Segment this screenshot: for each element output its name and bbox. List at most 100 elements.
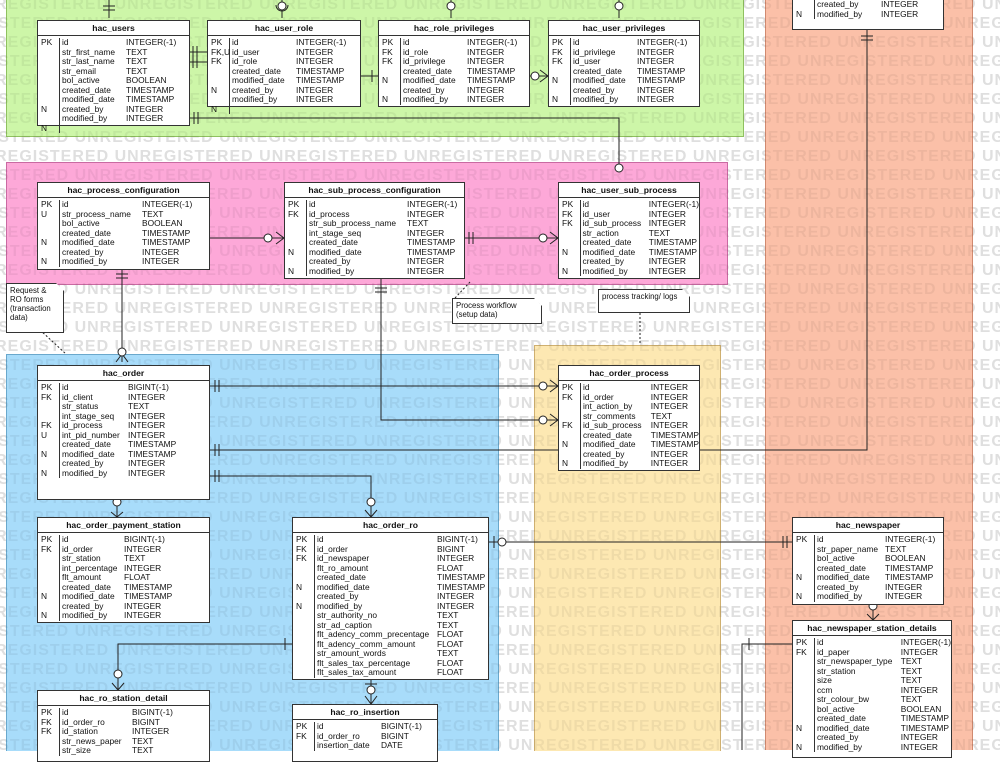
type-column: INTEGER(-1) INTEGER INTEGER TIMESTAMP TI… [296, 37, 347, 104]
optional-marker-icon [538, 415, 548, 425]
optional-marker-icon [614, 163, 624, 173]
key-column: PK FK FK N N [293, 534, 315, 678]
table-title: hac_ro_station_detail [38, 691, 209, 706]
field-column: id id_user id_sub_process str_action cre… [582, 199, 642, 276]
type-column: INTEGER(-1) INTEGER TEXT TEXT TEXT INTEG… [900, 637, 951, 752]
relationship-line [487, 536, 792, 548]
relationship-line [103, 0, 115, 18]
relationship-line [111, 638, 292, 691]
table-hac-sub-process-configuration[interactable]: hac_sub_process_configuration PK FK N N … [284, 182, 465, 279]
table-hac-ro-station-detail[interactable]: hac_ro_station_detail PK FK FK id id_ord… [37, 690, 210, 762]
table-title: hac_process_configuration [38, 183, 209, 198]
key-column: PK FK N N [38, 534, 60, 621]
table-hac-order-process[interactable]: hac_order_process PK FK FK N N id id_ord… [558, 365, 700, 471]
table-title: hac_user_sub_process [559, 183, 699, 198]
table-title: hac_order_payment_station [38, 518, 209, 533]
key-column: PK FK FK N N [549, 37, 571, 105]
type-column: INTEGER(-1) INTEGER INTEGER TEXT TIMESTA… [648, 199, 699, 276]
optional-marker-icon [497, 537, 507, 547]
relationship-line [741, 638, 792, 750]
table-hac-order-ro[interactable]: hac_order_ro PK FK FK N N id id_order id… [292, 517, 489, 680]
table-title: hac_order [38, 366, 209, 381]
table-title: hac_user_role [208, 21, 360, 36]
relationship-line [375, 277, 559, 427]
table-hac-newspaper[interactable]: hac_newspaper PK N N id str_paper_name b… [792, 517, 944, 605]
table-title: hac_ro_insertion [293, 705, 437, 720]
field-column: id str_first_name str_last_name str_emai… [62, 37, 116, 123]
field-column: id str_paper_name bol_active created_dat… [817, 534, 878, 601]
key-column: PK FK N N [285, 199, 307, 276]
note-process-tracking[interactable]: process tracking/ logs [598, 289, 690, 313]
watermark-text: UNREGISTERED UNREGISTERED UNREGISTERED U… [0, 319, 1000, 336]
note-process-workflow[interactable]: Process workflow (setup data) [452, 298, 542, 324]
table-hac-users[interactable]: hac_users PK N N id str_first_name str_l… [37, 20, 190, 133]
field-column: id id_order_ro insertion_date [317, 721, 370, 750]
type-column: INTEGER(-1) INTEGER INTEGER TIMESTAMP TI… [637, 37, 688, 104]
field-column: id id_client str_status int_stage_seq id… [62, 382, 120, 478]
watermark-text: UNREGISTERED UNREGISTERED UNREGISTERED U… [0, 338, 1000, 355]
field-column: id id_order id_newspaper flt_ro_amount c… [317, 534, 430, 677]
table-title: hac_newspaper_station_details [793, 621, 951, 636]
note-pointer-line [454, 281, 471, 299]
key-column: PK FK FK [38, 707, 60, 756]
table-top-right-partial[interactable]: N created_by modified_by INTEGER INTEGER [792, 0, 944, 30]
key-column: PK FK N N [793, 637, 815, 752]
type-column: INTEGER(-1) INTEGER INTEGER TIMESTAMP TI… [467, 37, 518, 104]
field-column: id str_process_name bol_active created_d… [62, 199, 131, 266]
key-column: N [793, 0, 815, 19]
note-request-forms[interactable]: Request & RO forms (transaction data) [6, 283, 64, 333]
table-hac-user-role[interactable]: hac_user_role PK FK,U FK N N id id_user … [207, 20, 361, 114]
field-column: id id_order int_action_by str_comments i… [582, 382, 642, 468]
relationship-line [115, 268, 129, 363]
table-hac-ro-insertion[interactable]: hac_ro_insertion PK FK id id_order_ro in… [292, 704, 438, 762]
table-title: hac_user_privileges [549, 21, 699, 36]
field-column: id id_order str_station int_percentage f… [62, 534, 118, 620]
key-column: PK N N [793, 534, 815, 602]
table-hac-order[interactable]: hac_order PK FK FK U N N id id_client st… [37, 365, 210, 500]
optional-marker-icon [263, 233, 273, 243]
optional-marker-icon [614, 1, 624, 11]
field-column: id id_order_ro id_station str_news_paper… [62, 707, 122, 755]
optional-marker-icon [366, 685, 376, 695]
key-column: PK FK FK U N N [38, 382, 60, 478]
type-column: BIGINT(-1) BIGINT INTEGER TEXT TEXT [132, 707, 173, 755]
key-column: PK FK [293, 721, 315, 751]
relationship-line [188, 46, 207, 68]
relationship-line [463, 231, 559, 245]
table-title: hac_order_process [559, 366, 699, 381]
optional-marker-icon [277, 1, 287, 11]
key-column: PK FK FK N N [559, 382, 581, 469]
watermark-text: UNREGISTERED UNREGISTERED UNREGISTERED U… [0, 281, 1000, 298]
relationship-line [208, 379, 559, 393]
type-column: INTEGER INTEGER INTEGER TEXT INTEGER TIM… [650, 382, 699, 468]
table-title: hac_users [38, 21, 189, 36]
field-column: id id_user id_role created_date modified… [232, 37, 285, 104]
table-hac-process-configuration[interactable]: hac_process_configuration PK U N N id st… [37, 182, 210, 270]
type-column: INTEGER(-1) INTEGER TEXT INTEGER TIMESTA… [407, 199, 458, 276]
watermark-text: UNREGISTERED UNREGISTERED UNREGISTERED U… [0, 148, 1000, 165]
optional-marker-icon [117, 347, 127, 357]
key-column: PK FK,U FK N N [208, 37, 230, 114]
optional-marker-icon [538, 233, 548, 243]
type-column: INTEGER(-1) TEXT BOOLEAN TIMESTAMP TIMES… [885, 534, 936, 601]
field-column: id id_privilege id_user created_date mod… [573, 37, 626, 104]
type-column: BIGINT(-1) INTEGER TEXT INTEGER INTEGER … [128, 382, 177, 478]
type-column: BIGINT(-1) BIGINT INTEGER FLOAT TIMESTAM… [437, 534, 486, 677]
key-column: PK U N N [38, 199, 60, 267]
type-column: INTEGER(-1) TEXT BOOLEAN TIMESTAMP TIMES… [142, 199, 193, 266]
field-column: id id_process str_sub_process_name int_s… [309, 199, 397, 276]
type-column: BIGINT(-1) BIGINT DATE [381, 721, 422, 750]
table-hac-user-privileges[interactable]: hac_user_privileges PK FK FK N N id id_p… [548, 20, 700, 107]
optional-marker-icon [366, 497, 376, 507]
field-column: created_by modified_by [817, 0, 863, 19]
table-title: hac_sub_process_configuration [285, 183, 464, 198]
table-hac-role-privileges[interactable]: hac_role_privileges PK FK FK N N id id_r… [378, 20, 530, 107]
optional-marker-icon [530, 71, 540, 81]
optional-marker-icon [446, 1, 456, 11]
note-pointer-line [39, 329, 67, 355]
type-column: INTEGER(-1) TEXT TEXT TEXT BOOLEAN TIMES… [126, 37, 177, 123]
table-hac-newspaper-station-details[interactable]: hac_newspaper_station_details PK FK N N … [792, 620, 952, 758]
field-column: id id_paper str_newspaper_type str_stati… [816, 637, 893, 752]
table-hac-user-sub-process[interactable]: hac_user_sub_process PK FK FK N N id id_… [558, 182, 700, 279]
table-hac-order-payment-station[interactable]: hac_order_payment_station PK FK N N id i… [37, 517, 210, 623]
